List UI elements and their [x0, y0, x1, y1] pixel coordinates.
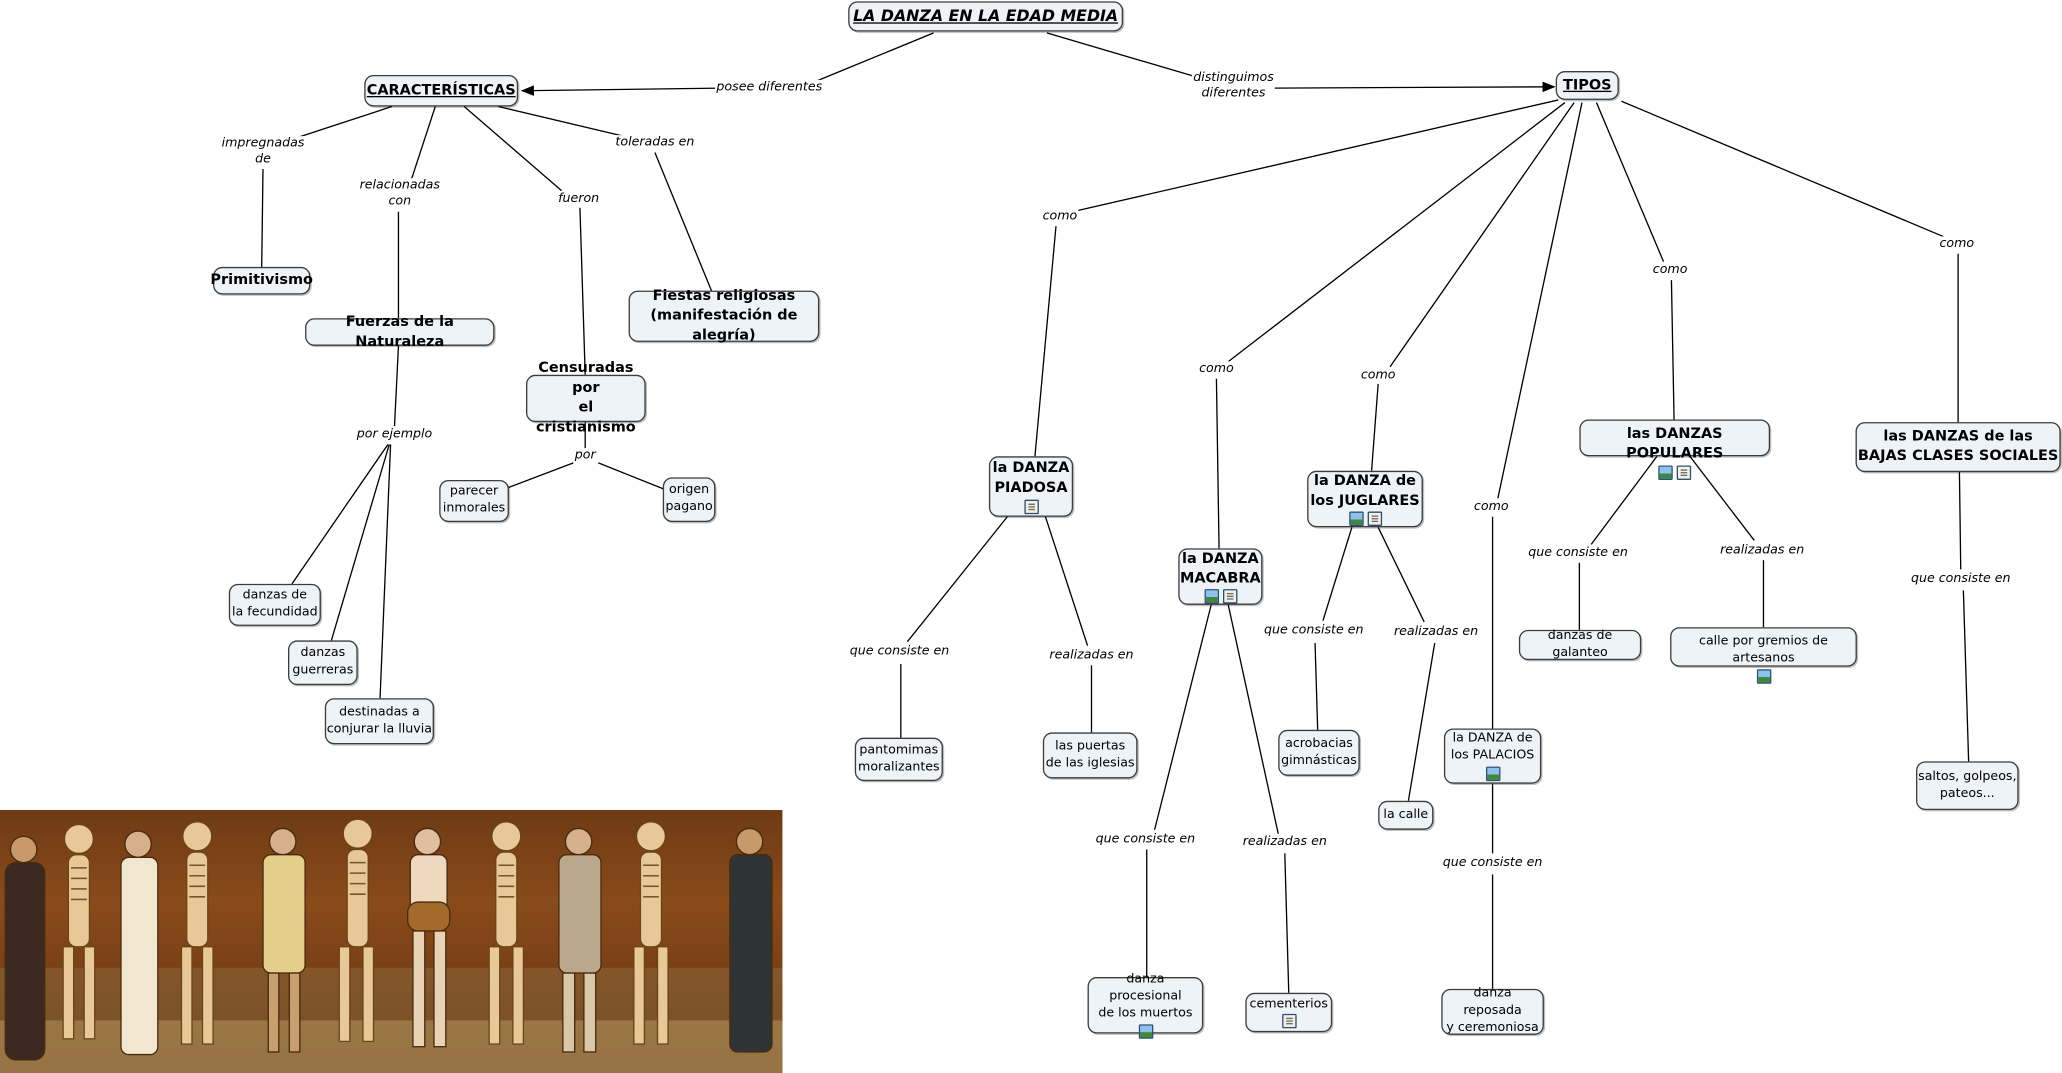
link-fueron: fueron: [556, 191, 601, 209]
link-impregnadas-de: impregnadas de: [220, 136, 306, 169]
image-resource-icon[interactable]: [1756, 669, 1771, 684]
link-que-consiste-en-macabra: que consiste en: [1094, 832, 1197, 849]
link-toleradas-en: toleradas en: [614, 135, 696, 152]
node-pantomimas-moralizantes[interactable]: pantomimas moralizantes: [854, 737, 943, 782]
node-censuradas[interactable]: Censuradas por el cristianismo: [526, 359, 646, 435]
node-danzas-populares[interactable]: las DANZAS POPULARES: [1579, 419, 1771, 480]
node-danzas-guerreras[interactable]: danzas guerreras: [287, 640, 358, 686]
node-danzas-galanteo[interactable]: danzas de galanteo: [1518, 628, 1642, 661]
node-puertas-iglesias[interactable]: las puertas de las iglesias: [1042, 732, 1138, 779]
node-acrobacias-gimnasticas[interactable]: acrobacias gimnásticas: [1278, 729, 1360, 776]
node-tipos[interactable]: TIPOS: [1555, 71, 1619, 100]
link-como-populares: como: [1651, 262, 1689, 280]
node-danza-macabra[interactable]: la DANZA MACABRA: [1178, 548, 1263, 605]
link-como-bajas: como: [1938, 236, 1976, 253]
document-resource-icon[interactable]: [1222, 589, 1237, 605]
link-por: por: [573, 448, 597, 465]
link-realizadas-en-piadosa: realizadas en: [1048, 647, 1135, 665]
danse-macabre-fresco-image: [0, 810, 783, 1073]
node-fuerzas-naturaleza[interactable]: Fuerzas de la Naturaleza: [305, 313, 495, 349]
link-como-juglares: como: [1359, 367, 1397, 385]
link-que-consiste-en-palacios: que consiste en: [1441, 855, 1544, 873]
node-danza-juglares[interactable]: la DANZA de los JUGLARES: [1307, 470, 1423, 528]
image-resource-icon[interactable]: [1658, 465, 1673, 480]
link-por-ejemplo: por ejemplo: [355, 427, 434, 444]
node-danza-piadosa[interactable]: la DANZA PIADOSA: [988, 456, 1074, 517]
image-resource-icon[interactable]: [1138, 1024, 1153, 1039]
node-origen-pagano[interactable]: origen pagano: [662, 477, 716, 523]
image-resource-icon[interactable]: [1348, 511, 1364, 527]
document-resource-icon[interactable]: [1281, 1014, 1296, 1029]
link-como-piadosa: como: [1041, 208, 1079, 226]
node-cementerios[interactable]: cementerios: [1245, 992, 1333, 1033]
link-realizadas-en-macabra: realizadas en: [1241, 834, 1329, 852]
document-resource-icon[interactable]: [1366, 511, 1382, 527]
link-que-consiste-en-populares: que consiste en: [1526, 545, 1630, 562]
link-relacionadas-con: relacionadas con: [358, 178, 442, 212]
node-danza-palacios[interactable]: la DANZA de los PALACIOS: [1443, 728, 1542, 784]
node-la-calle[interactable]: la calle: [1378, 800, 1434, 830]
node-danzas-fecundidad[interactable]: danzas de la fecundidad: [228, 583, 321, 626]
link-distinguimos-diferentes: distinguimos diferentes: [1191, 70, 1276, 104]
node-danza-procesional[interactable]: danza procesional de los muertos: [1087, 972, 1204, 1039]
link-que-consiste-en-juglares: que consiste en: [1262, 622, 1365, 640]
node-caracteristicas[interactable]: CARACTERÍSTICAS: [364, 74, 519, 107]
link-que-consiste-en-piadosa: que consiste en: [848, 644, 951, 661]
node-destinadas-lluvia[interactable]: destinadas a conjurar la lluvia: [324, 698, 434, 745]
node-danza-reposada[interactable]: danza reposada y ceremoniosa: [1441, 986, 1544, 1035]
node-primitivismo[interactable]: Primitivismo: [210, 266, 313, 295]
link-como-palacios: como: [1472, 499, 1510, 516]
link-que-consiste-en-bajas: que consiste en: [1909, 571, 2012, 589]
image-resource-icon[interactable]: [1203, 589, 1219, 605]
node-parecer-inmorales[interactable]: parecer inmorales: [439, 479, 509, 523]
document-resource-icon[interactable]: [1676, 465, 1692, 480]
link-realizadas-en-juglares: realizadas en: [1392, 624, 1480, 641]
link-realizadas-en-populares: realizadas en: [1718, 542, 1806, 560]
node-danzas-bajas-clases[interactable]: las DANZAS de las BAJAS CLASES SOCIALES: [1855, 422, 2061, 473]
link-posee-diferentes: posee diferentes: [715, 79, 824, 97]
document-resource-icon[interactable]: [1023, 499, 1039, 514]
image-resource-icon[interactable]: [1485, 766, 1500, 781]
node-calle-gremios[interactable]: calle por gremios de artesanos: [1670, 627, 1857, 684]
node-saltos-golpeos[interactable]: saltos, golpeos, pateos...: [1916, 761, 2019, 811]
node-fiestas-religiosas[interactable]: Fiestas religiosas (manifestación de ale…: [628, 287, 820, 343]
link-como-macabra: como: [1197, 361, 1236, 378]
map-title[interactable]: LA DANZA EN LA EDAD MEDIA: [848, 1, 1124, 32]
